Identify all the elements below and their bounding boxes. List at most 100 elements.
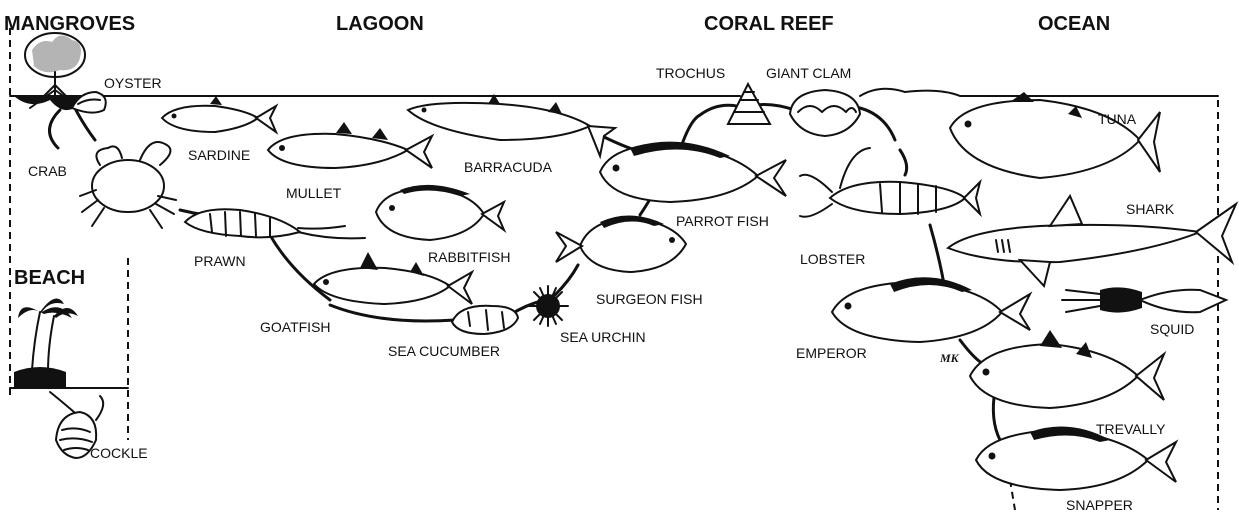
- parrot-fish-tail: [756, 160, 786, 196]
- squid-tentacles: [1062, 290, 1100, 312]
- giant-clam-shell: [790, 90, 860, 136]
- shark-dorsal-fin: [1050, 196, 1082, 226]
- label-sea-cucumber: SEA CUCUMBER: [388, 343, 500, 359]
- trevally-eye: [983, 369, 990, 376]
- parrot-fish-drawing: [600, 142, 786, 202]
- label-trochus: TROCHUS: [656, 65, 725, 81]
- surgeon-fish-drawing: [556, 215, 686, 272]
- rabbitfish-tail: [482, 202, 504, 230]
- zone-title-coral-reef: CORAL REEF: [704, 13, 834, 35]
- palm-trunks: [32, 312, 54, 372]
- surgeon-fish-tail: [556, 232, 582, 262]
- label-trevally: TREVALLY: [1096, 421, 1166, 437]
- rabbitfish-eye: [389, 205, 395, 211]
- zone-title-beach: BEACH: [14, 267, 85, 289]
- lobster-tail: [964, 182, 980, 214]
- zone-title-mangroves: MANGROVES: [4, 13, 135, 35]
- link-barracuda-parrot: [600, 135, 635, 150]
- crab-right-claw: [140, 142, 170, 165]
- zone-title-lagoon: LAGOON: [336, 13, 424, 35]
- mullet-drawing: [268, 122, 432, 168]
- tuna-tail: [1138, 112, 1160, 172]
- artist-signature: MK: [939, 351, 960, 365]
- prawn-body: [185, 209, 300, 237]
- label-sardine: SARDINE: [188, 147, 250, 163]
- label-cockle: COCKLE: [90, 445, 148, 461]
- label-squid: SQUID: [1150, 321, 1194, 337]
- label-barracuda: BARRACUDA: [464, 159, 553, 175]
- goatfish-tail: [448, 272, 472, 304]
- link-reef-lobster: [900, 150, 907, 175]
- label-shark: SHARK: [1126, 201, 1175, 217]
- label-emperor: EMPEROR: [796, 345, 867, 361]
- sardine-fin: [210, 96, 222, 105]
- label-tuna: TUNA: [1098, 111, 1137, 127]
- shark-body: [948, 225, 1200, 262]
- barracuda-drawing: [408, 94, 615, 156]
- barracuda-body: [408, 103, 590, 140]
- sea-cucumber-drawing: [452, 306, 518, 334]
- rabbitfish-drawing: [376, 185, 504, 240]
- emperor-tail: [1000, 294, 1030, 330]
- sardine-tail: [256, 106, 276, 132]
- reef-surface-line: [860, 89, 1218, 96]
- sardine-eye: [172, 114, 177, 119]
- sea-urchin-spines: [528, 286, 568, 326]
- lobster-body: [830, 182, 965, 214]
- link-reef-arch: [680, 103, 895, 150]
- trevally-tail: [1136, 354, 1164, 400]
- surgeon-fish-body: [580, 218, 686, 272]
- goatfish-body: [314, 268, 450, 304]
- label-surgeon-fish: SURGEON FISH: [596, 291, 703, 307]
- shark-drawing: [948, 196, 1236, 286]
- parrot-fish-body: [600, 144, 758, 202]
- label-sea-urchin: SEA URCHIN: [560, 329, 646, 345]
- label-giant-clam: GIANT CLAM: [766, 65, 851, 81]
- sea-cucumber-body: [452, 306, 518, 334]
- link-urchin-surgeonfish: [555, 265, 578, 295]
- mullet-eye: [279, 145, 285, 151]
- trevally-body: [970, 344, 1138, 408]
- sardine-body: [162, 106, 258, 132]
- sea-urchin-drawing: [528, 286, 568, 326]
- palm-fronds: [18, 299, 72, 318]
- squid-drawing: [1062, 287, 1226, 312]
- label-prawn: PRAWN: [194, 253, 246, 269]
- link-crab-root: [49, 110, 60, 148]
- crab-drawing: [80, 142, 176, 228]
- label-snapper: SNAPPER: [1066, 497, 1133, 513]
- label-mullet: MULLET: [286, 185, 342, 201]
- rabbitfish-body: [376, 188, 484, 240]
- link-goatfish-seacucumber: [330, 305, 455, 321]
- parrot-fish-eye: [613, 165, 620, 172]
- beach-palm-trees: [14, 299, 78, 388]
- prawn-antennae: [298, 226, 365, 238]
- crab-body: [92, 160, 164, 212]
- label-goatfish: GOATFISH: [260, 319, 331, 335]
- giant-clam-drawing: [790, 90, 860, 136]
- squid-head: [1100, 287, 1142, 312]
- emperor-body: [832, 282, 1002, 342]
- surgeon-fish-eye: [669, 237, 675, 243]
- label-rabbitfish: RABBITFISH: [428, 249, 510, 265]
- label-oyster: OYSTER: [104, 75, 162, 91]
- snapper-eye: [989, 453, 996, 460]
- beach-sand-mound: [14, 367, 66, 388]
- shark-pectoral-fin: [1020, 260, 1050, 286]
- lobster-drawing: [800, 148, 980, 217]
- label-crab: CRAB: [28, 163, 67, 179]
- label-lobster: LOBSTER: [800, 251, 865, 267]
- snapper-body: [976, 430, 1148, 490]
- zone-title-ocean: OCEAN: [1038, 13, 1110, 35]
- tuna-eye: [965, 121, 972, 128]
- emperor-drawing: [832, 277, 1030, 342]
- label-parrot-fish: PARROT FISH: [676, 213, 769, 229]
- barracuda-eye: [422, 108, 427, 113]
- squid-mantle: [1140, 290, 1226, 313]
- goatfish-eye: [323, 279, 329, 285]
- mullet-tail: [406, 136, 432, 168]
- sardine-drawing: [162, 96, 276, 132]
- tuna-drawing: [950, 92, 1160, 178]
- trevally-drawing: [970, 330, 1164, 408]
